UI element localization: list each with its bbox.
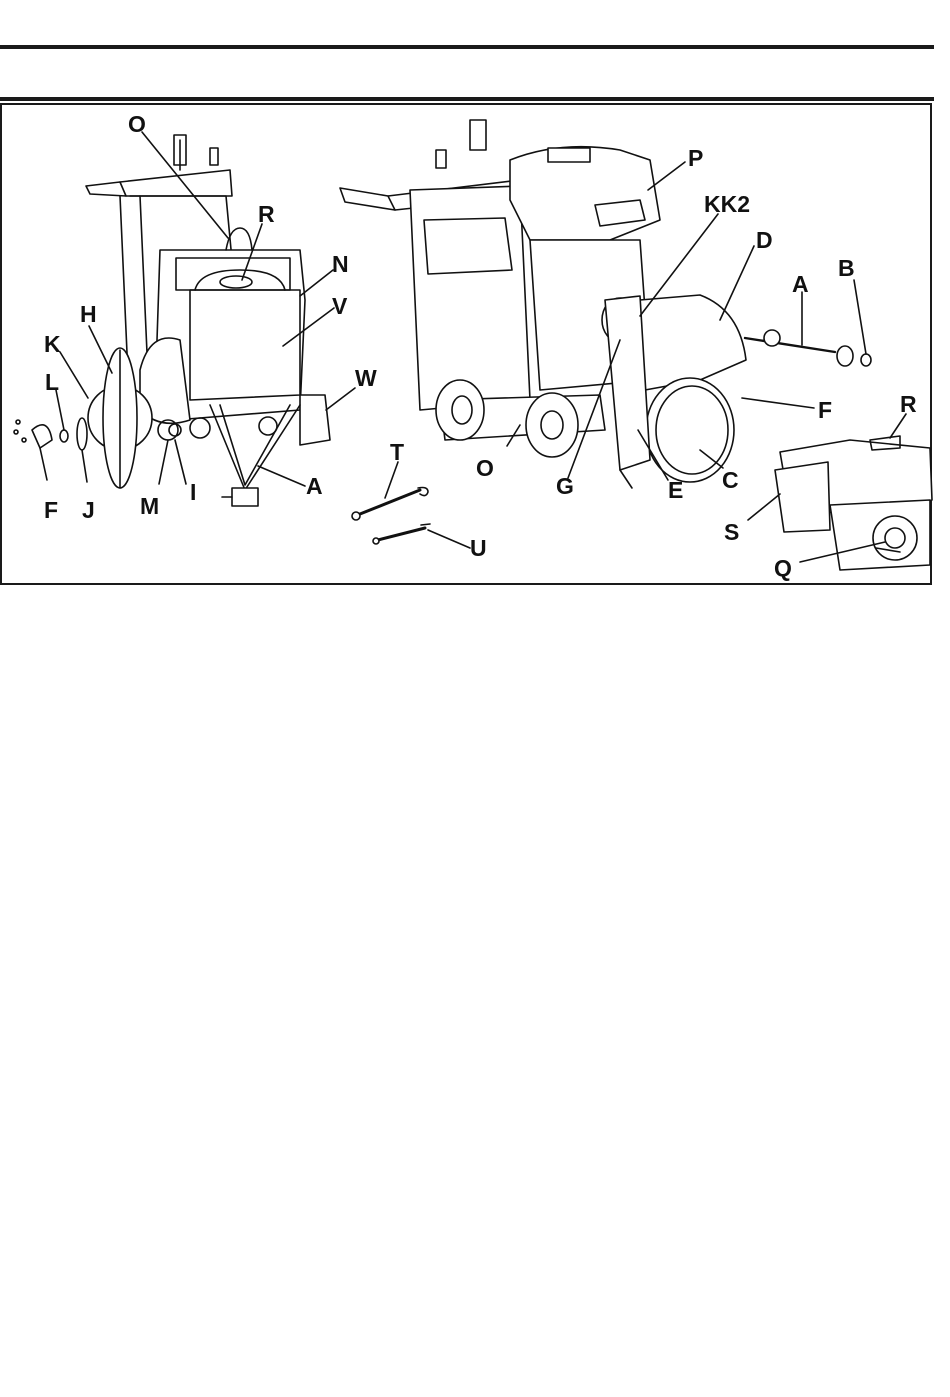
callout-H: H — [80, 301, 97, 327]
callout-A-left: A — [306, 473, 323, 499]
exploded-parts-diagram: O R N V W H K L F J M I A T U P KK2 D A … — [0, 0, 950, 600]
callout-Q: Q — [774, 555, 792, 581]
callout-C: C — [722, 467, 739, 493]
callout-R-left: R — [258, 201, 275, 227]
callout-J: J — [82, 497, 95, 523]
callout-V: V — [332, 293, 348, 319]
callout-I: I — [190, 479, 196, 505]
callout-M: M — [140, 493, 159, 519]
callout-F-left: F — [44, 497, 58, 523]
callout-B: B — [838, 255, 855, 281]
callout-S: S — [724, 519, 739, 545]
callout-O-left: O — [128, 111, 146, 137]
callout-R-right: R — [900, 391, 917, 417]
callout-E: E — [668, 477, 683, 503]
callout-P: P — [688, 145, 703, 171]
left-saw-illustration — [14, 135, 330, 506]
callout-L: L — [45, 369, 59, 395]
callout-KK2: KK2 — [704, 191, 750, 217]
callout-T: T — [390, 439, 404, 465]
wrench-tools — [352, 488, 430, 545]
callout-K: K — [44, 331, 61, 357]
callout-U: U — [470, 535, 487, 561]
callout-W: W — [355, 365, 377, 391]
callout-D: D — [756, 227, 773, 253]
callout-A-right: A — [792, 271, 809, 297]
callout-F-right: F — [818, 397, 832, 423]
callout-N: N — [332, 251, 349, 277]
callout-O-right: O — [476, 455, 494, 481]
callout-G: G — [556, 473, 574, 499]
right-saw-illustration — [340, 120, 871, 488]
